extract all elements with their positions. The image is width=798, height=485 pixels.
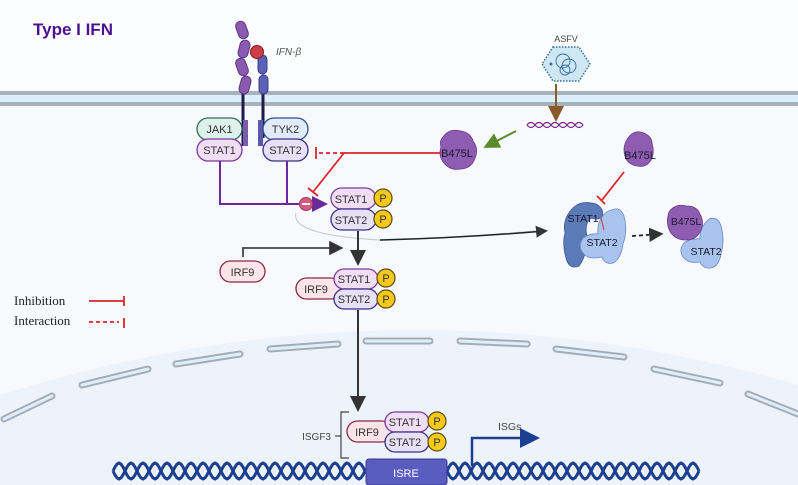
ifn-beta-label: IFN-β bbox=[276, 47, 301, 58]
stat-dimer: STAT1 STAT2 P P bbox=[330, 187, 393, 231]
b475l-stat2-complex: B475L STAT2 bbox=[667, 204, 724, 269]
svg-text:STAT1: STAT1 bbox=[335, 194, 368, 206]
jak1-pill: JAK1 bbox=[196, 117, 243, 141]
isgf3-label: ISGF3 bbox=[302, 432, 331, 443]
legend-interaction-label: Interaction bbox=[14, 313, 71, 328]
dissociation-arrow bbox=[379, 225, 548, 241]
interaction-line bbox=[315, 147, 344, 159]
svg-text:STAT2: STAT2 bbox=[269, 145, 302, 157]
asfv-virus-icon bbox=[541, 46, 591, 82]
phospho-icon bbox=[376, 289, 396, 309]
svg-text:STAT2: STAT2 bbox=[586, 237, 617, 249]
inhibition-line-2 bbox=[596, 171, 625, 205]
phospho-icon bbox=[373, 209, 393, 229]
dna-strand bbox=[445, 461, 701, 481]
isgf3-complex-cytoplasm: IRF9 STAT1 STAT2 P P bbox=[295, 268, 396, 310]
svg-text:B475L: B475L bbox=[441, 148, 473, 160]
svg-text:IRF9: IRF9 bbox=[355, 427, 379, 439]
phospho-icon bbox=[427, 432, 447, 452]
svg-text:STAT1: STAT1 bbox=[389, 417, 422, 429]
svg-text:P: P bbox=[379, 193, 386, 205]
activation-path bbox=[219, 161, 300, 205]
b475l-protein: B475L bbox=[439, 129, 477, 170]
phospho-icon bbox=[427, 411, 447, 431]
svg-text:STAT1: STAT1 bbox=[203, 145, 236, 157]
svg-text:STAT1: STAT1 bbox=[338, 274, 371, 286]
figure-title: Type I IFN bbox=[33, 20, 113, 39]
svg-text:B475L: B475L bbox=[624, 150, 656, 162]
stat1-stat2-complex: STAT1 STAT2 bbox=[563, 202, 627, 268]
svg-text:P: P bbox=[433, 416, 440, 428]
phospho-icon bbox=[373, 188, 393, 208]
isgf3-bracket bbox=[335, 411, 349, 459]
svg-text:TYK2: TYK2 bbox=[272, 124, 300, 136]
svg-text:STAT1: STAT1 bbox=[567, 213, 598, 225]
svg-text:STAT2: STAT2 bbox=[389, 437, 422, 449]
svg-text:P: P bbox=[379, 214, 386, 226]
svg-text:P: P bbox=[433, 437, 440, 449]
binding-arrow bbox=[631, 227, 664, 242]
svg-text:JAK1: JAK1 bbox=[206, 124, 232, 136]
irf9-arrow bbox=[242, 240, 344, 257]
dna-strand bbox=[445, 461, 701, 481]
inhibition-line bbox=[307, 152, 441, 197]
svg-text:STAT2: STAT2 bbox=[338, 294, 371, 306]
isre-element: ISRE bbox=[365, 458, 448, 485]
svg-text:IRF9: IRF9 bbox=[231, 267, 255, 279]
svg-text:STAT2: STAT2 bbox=[690, 246, 721, 258]
viral-dna-icon bbox=[526, 121, 584, 129]
tyk2-pill: TYK2 bbox=[262, 117, 309, 141]
svg-text:IRF9: IRF9 bbox=[304, 284, 328, 296]
stat1-pill-receptor: STAT1 bbox=[196, 138, 243, 162]
dna-helix bbox=[111, 461, 701, 481]
svg-text:STAT2: STAT2 bbox=[335, 215, 368, 227]
phospho-icon bbox=[376, 268, 396, 288]
ifnar-receptor bbox=[235, 20, 269, 146]
irf9-pill: IRF9 bbox=[219, 260, 266, 283]
svg-text:B475L: B475L bbox=[671, 216, 702, 228]
stat2-pill-receptor: STAT2 bbox=[262, 138, 309, 162]
isgf3-complex-nucleus: IRF9 STAT1 STAT2 P P bbox=[346, 411, 447, 453]
transcription-arrow bbox=[470, 428, 540, 466]
asfv-label: ASFV bbox=[554, 34, 578, 44]
dna-strand bbox=[111, 461, 367, 481]
svg-text:ISRE: ISRE bbox=[393, 468, 419, 480]
b475l-protein-2: B475L bbox=[623, 131, 656, 167]
legend: Inhibition Interaction bbox=[14, 293, 125, 328]
nucleus bbox=[0, 329, 798, 485]
svg-text:P: P bbox=[382, 273, 389, 285]
dna-strand bbox=[111, 461, 367, 481]
legend-inhibition-label: Inhibition bbox=[14, 293, 66, 308]
isgs-label: ISGs bbox=[498, 421, 521, 433]
expression-arrow bbox=[483, 130, 517, 148]
plasma-membrane bbox=[0, 91, 798, 106]
ifn-beta-ligand bbox=[250, 45, 264, 59]
svg-text:P: P bbox=[382, 294, 389, 306]
